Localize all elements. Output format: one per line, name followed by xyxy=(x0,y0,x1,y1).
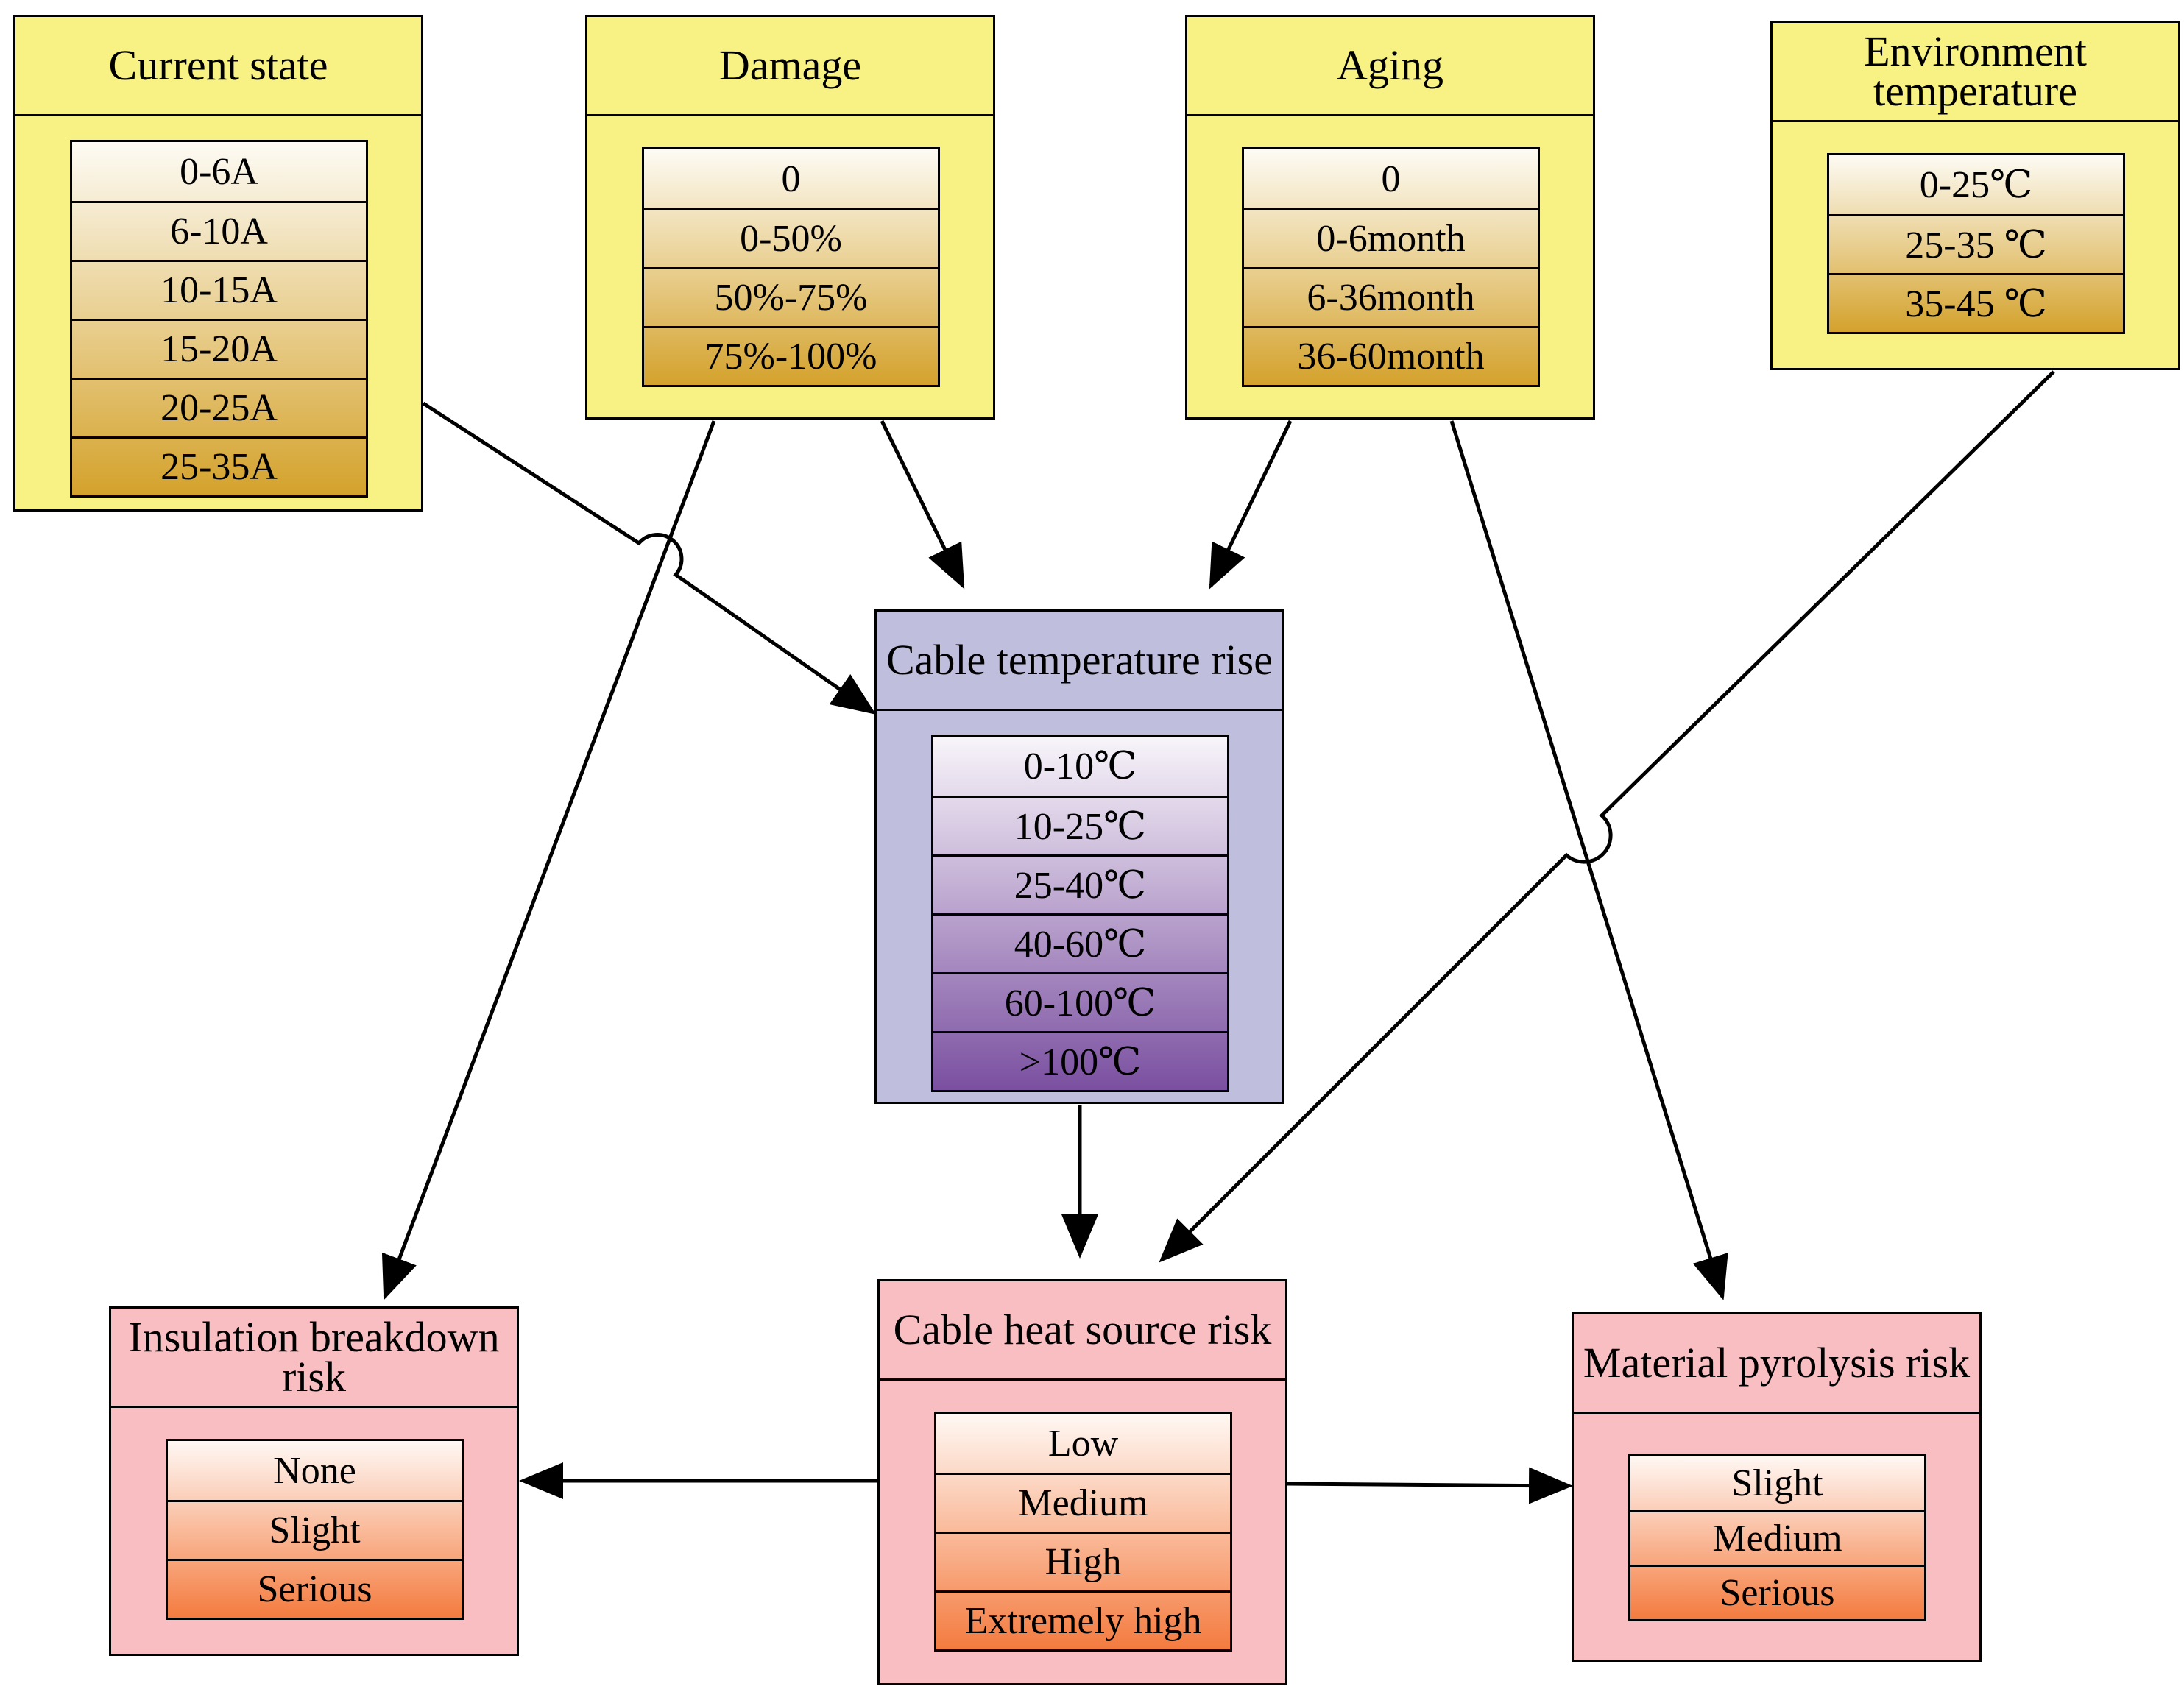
state-item: 0 xyxy=(644,149,938,208)
node-title: Insulation breakdown risk xyxy=(111,1309,517,1408)
state-item: Serious xyxy=(1630,1565,1924,1619)
state-item: 20-25A xyxy=(72,378,366,436)
state-item: 10-15A xyxy=(72,260,366,319)
state-item: Slight xyxy=(168,1500,462,1559)
state-item: 0-6A xyxy=(72,142,366,201)
edge-damage-to-cable-temperature-rise xyxy=(880,420,965,590)
node-title: Material pyrolysis risk xyxy=(1574,1314,1979,1414)
node-title: Damage xyxy=(587,17,993,116)
state-item: 75%-100% xyxy=(644,326,938,385)
state-item: Serious xyxy=(168,1559,462,1618)
state-item: 0-50% xyxy=(644,208,938,267)
state-item: Medium xyxy=(1630,1510,1924,1565)
edge-current-state-to-cable-temperature-rise xyxy=(422,401,877,715)
node-title: Cable heat source risk xyxy=(880,1281,1285,1381)
state-item: 36-60month xyxy=(1244,326,1538,385)
edge-cable-heat-source-risk-to-material-pyrolysis-risk xyxy=(1287,1467,1573,1504)
state-item: >100℃ xyxy=(933,1031,1227,1090)
node-title: Current state xyxy=(15,17,421,116)
edge-environment-temperature-to-cable-heat-source-risk xyxy=(1159,370,2055,1263)
edge-aging-to-cable-temperature-rise xyxy=(1209,420,1293,590)
state-item: 10-25℃ xyxy=(933,796,1227,854)
state-item: None xyxy=(168,1441,462,1500)
edge-damage-to-insulation-breakdown-risk xyxy=(381,420,716,1300)
node-title: Cable temperature rise xyxy=(877,612,1282,711)
state-item: 25-40℃ xyxy=(933,854,1227,913)
state-item: 0-6month xyxy=(1244,208,1538,267)
state-item: 25-35A xyxy=(72,436,366,495)
state-item: 0-25℃ xyxy=(1829,155,2123,214)
state-item: Extremely high xyxy=(936,1590,1230,1649)
state-item: Low xyxy=(936,1414,1230,1473)
state-item: Slight xyxy=(1630,1456,1924,1510)
edge-group xyxy=(381,370,2055,1504)
state-item: 50%-75% xyxy=(644,267,938,326)
state-item: 40-60℃ xyxy=(933,913,1227,972)
state-item: 0 xyxy=(1244,149,1538,208)
state-item: 35-45 ℃ xyxy=(1829,273,2123,332)
state-item: Medium xyxy=(936,1473,1230,1532)
state-item: 0-10℃ xyxy=(933,737,1227,796)
node-title: Environment temperature xyxy=(1773,23,2178,122)
state-item: 6-10A xyxy=(72,201,366,260)
node-title: Aging xyxy=(1187,17,1593,116)
state-item: High xyxy=(936,1532,1230,1590)
state-item: 15-20A xyxy=(72,319,366,378)
state-item: 25-35 ℃ xyxy=(1829,214,2123,273)
state-item: 6-36month xyxy=(1244,267,1538,326)
state-item: 60-100℃ xyxy=(933,972,1227,1031)
edge-aging-to-material-pyrolysis-risk xyxy=(1449,420,1728,1300)
